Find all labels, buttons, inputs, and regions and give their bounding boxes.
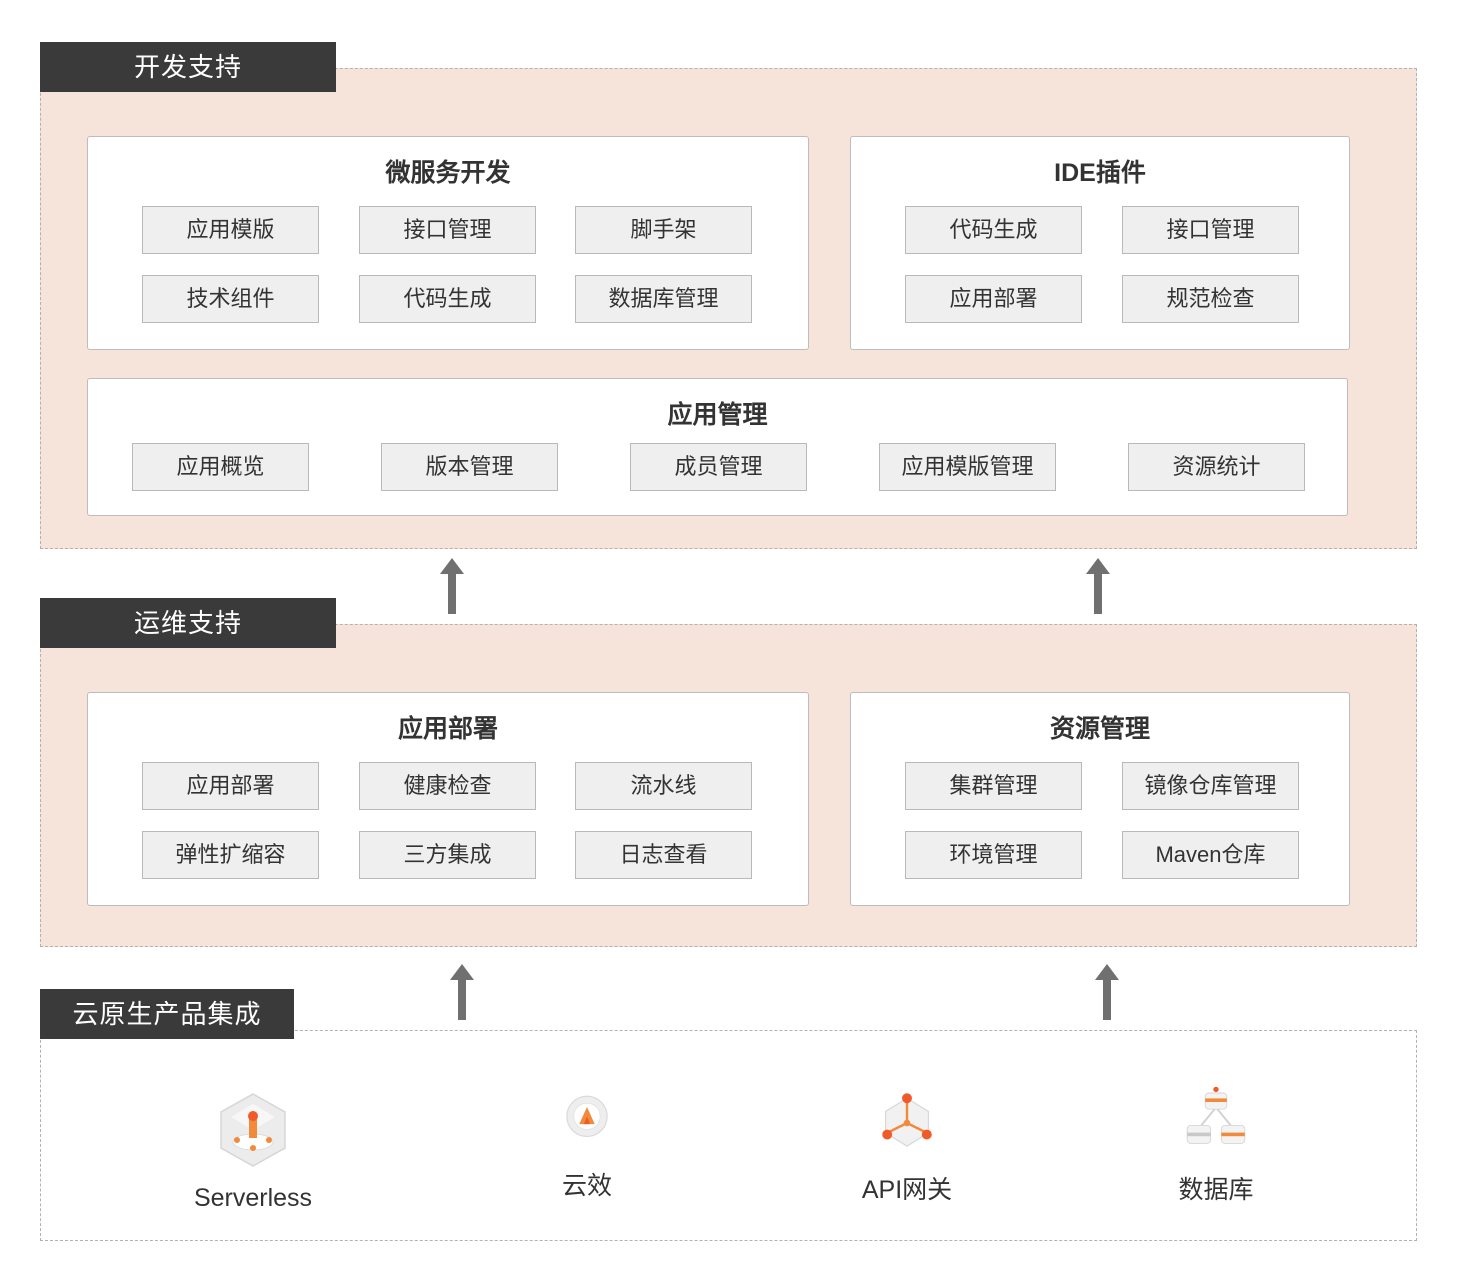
chip-tech-components[interactable]: 技术组件: [142, 275, 319, 323]
chip-maven-repository[interactable]: Maven仓库: [1122, 831, 1299, 879]
product-label: Serverless: [193, 1184, 313, 1212]
chip-ide-app-deploy[interactable]: 应用部署: [905, 275, 1082, 323]
chip-image-registry-management[interactable]: 镜像仓库管理: [1122, 762, 1299, 810]
chip-log-view[interactable]: 日志查看: [575, 831, 752, 879]
chip-cluster-management[interactable]: 集群管理: [905, 762, 1082, 810]
yunxiao-icon: [566, 1095, 608, 1138]
up-arrow-icon: [440, 558, 464, 614]
api-gateway-icon: [882, 1093, 932, 1147]
chip-version-management[interactable]: 版本管理: [381, 443, 558, 491]
app-deploy-card: 应用部署 应用部署 健康检查 流水线 弹性扩缩容 三方集成 日志查看: [87, 692, 809, 906]
chip-third-party-integration[interactable]: 三方集成: [359, 831, 536, 879]
chip-health-check[interactable]: 健康检查: [359, 762, 536, 810]
chip-app-template-management[interactable]: 应用模版管理: [879, 443, 1056, 491]
chip-ide-interface-management[interactable]: 接口管理: [1122, 206, 1299, 254]
product-label: API网关: [861, 1176, 953, 1204]
chip-database-management[interactable]: 数据库管理: [575, 275, 752, 323]
resource-management-card: 资源管理 集群管理 镜像仓库管理 环境管理 Maven仓库: [850, 692, 1350, 906]
product-api-gateway[interactable]: API网关: [817, 1090, 997, 1206]
ops-support-tab: 运维支持: [40, 598, 336, 648]
chip-app-template[interactable]: 应用模版: [142, 206, 319, 254]
chip-app-deploy[interactable]: 应用部署: [142, 762, 319, 810]
chip-resource-statistics[interactable]: 资源统计: [1128, 443, 1305, 491]
chip-autoscaling[interactable]: 弹性扩缩容: [142, 831, 319, 879]
product-label: 云效: [561, 1172, 612, 1200]
product-serverless[interactable]: Serverless: [163, 1090, 343, 1213]
microservice-dev-title: 微服务开发: [385, 159, 511, 187]
microservice-dev-card: 微服务开发 应用模版 接口管理 脚手架 技术组件 代码生成 数据库管理: [87, 136, 809, 350]
chip-pipeline[interactable]: 流水线: [575, 762, 752, 810]
database-icon: [1186, 1086, 1246, 1144]
product-label: 数据库: [1178, 1176, 1254, 1204]
up-arrow-icon: [1086, 558, 1110, 614]
chip-scaffold[interactable]: 脚手架: [575, 206, 752, 254]
serverless-icon: [220, 1093, 286, 1167]
resource-management-title: 资源管理: [1049, 715, 1150, 743]
chip-environment-management[interactable]: 环境管理: [905, 831, 1082, 879]
chip-member-management[interactable]: 成员管理: [630, 443, 807, 491]
chip-app-overview[interactable]: 应用概览: [132, 443, 309, 491]
app-management-card: 应用管理 应用概览 版本管理 成员管理 应用模版管理 资源统计: [87, 378, 1348, 516]
chip-code-generation[interactable]: 代码生成: [359, 275, 536, 323]
app-deploy-title: 应用部署: [397, 715, 498, 743]
product-yunxiao[interactable]: 云效: [497, 1090, 677, 1202]
chip-ide-code-generation[interactable]: 代码生成: [905, 206, 1082, 254]
chip-ide-spec-check[interactable]: 规范检查: [1122, 275, 1299, 323]
chip-interface-management[interactable]: 接口管理: [359, 206, 536, 254]
app-management-title: 应用管理: [667, 401, 768, 429]
ide-plugin-card: IDE插件 代码生成 接口管理 应用部署 规范检查: [850, 136, 1350, 350]
up-arrow-icon: [1095, 964, 1119, 1020]
cloud-native-tab: 云原生产品集成: [40, 989, 294, 1039]
up-arrow-icon: [450, 964, 474, 1020]
dev-support-tab: 开发支持: [40, 42, 336, 92]
product-database[interactable]: 数据库: [1126, 1084, 1306, 1206]
ide-plugin-title: IDE插件: [1054, 159, 1146, 187]
